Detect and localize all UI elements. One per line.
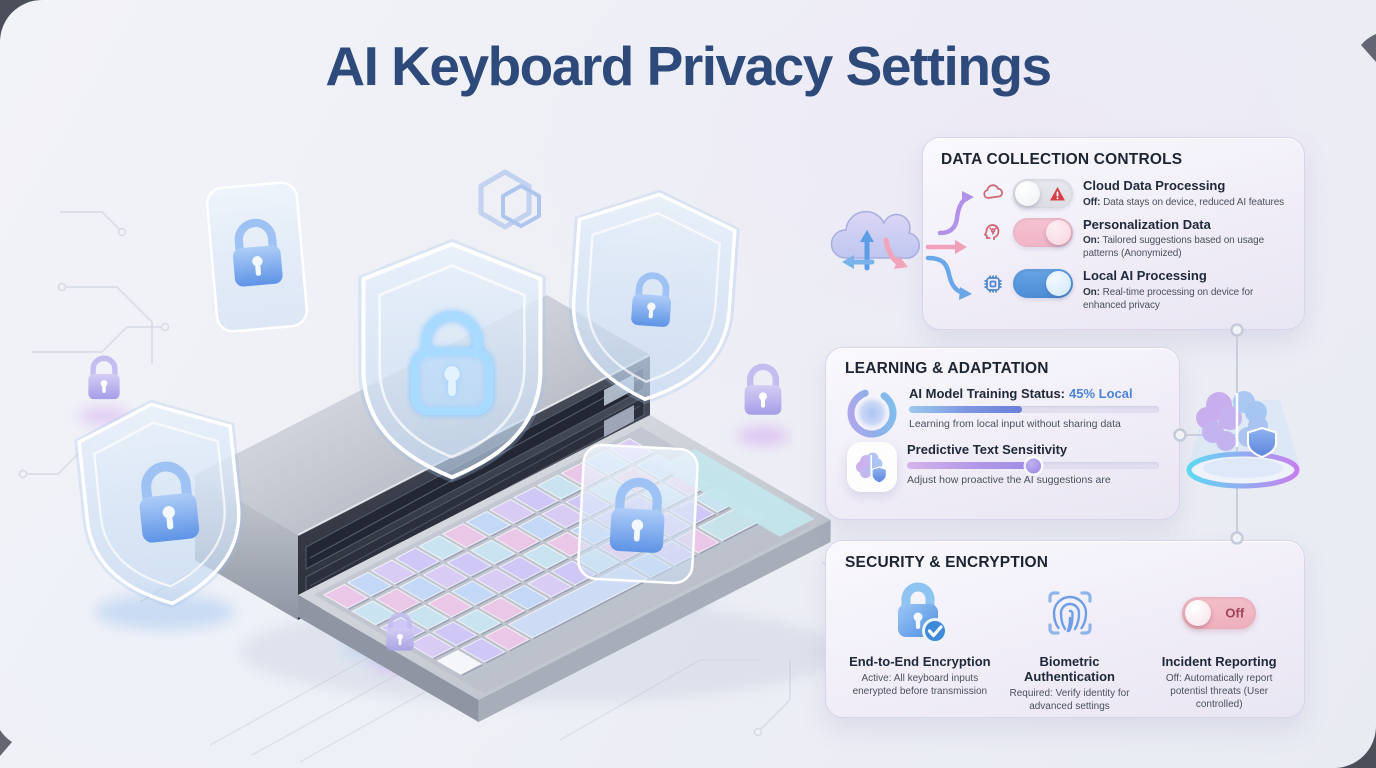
setting-row-local-ai: Local AI Processing On: Real-time proces…: [941, 268, 1290, 312]
feature-label: End-to-End Encryption: [849, 654, 991, 669]
feature-description: Required: Verify identity for advanced s…: [1009, 688, 1130, 713]
training-status-row: AI Model Training Status:45% Local Learn…: [845, 384, 1163, 440]
panel-title-data-collection: DATA COLLECTION CONTROLS: [941, 151, 1183, 168]
panel-title-security: SECURITY & ENCRYPTION: [845, 554, 1049, 571]
sensitivity-slider[interactable]: [907, 458, 1159, 473]
panel-security-encryption: SECURITY & ENCRYPTION End-to-End Encrypt…: [825, 540, 1305, 718]
lock-check-icon: [889, 576, 951, 650]
feature-encryption: End-to-End Encryption Active: All keyboa…: [845, 576, 995, 713]
feature-biometric: Biometric Authentication Required: Verif…: [995, 576, 1145, 713]
toggle-state-label: Off: [1225, 605, 1245, 621]
toggle-knob: [1046, 271, 1071, 297]
glass-card-lock-front: [577, 443, 699, 585]
training-progress-fill: [909, 406, 1022, 413]
cloud-icon: [981, 182, 1005, 206]
sensitivity-slider-fill: [907, 458, 1041, 473]
profile-circuit-icon: [981, 221, 1005, 245]
setting-row-personalization: Personalization Data On: Tailored sugges…: [941, 217, 1290, 261]
warning-triangle-icon: [1050, 186, 1065, 200]
feature-label: Incident Reporting: [1161, 654, 1277, 669]
panel-title-learning: LEARNING & ADAPTATION: [845, 360, 1049, 377]
fingerprint-icon: [1038, 576, 1102, 650]
toggle-local-ai-processing[interactable]: [1013, 269, 1073, 299]
panel-learning-adaptation: LEARNING & ADAPTATION AI Model Training …: [825, 347, 1180, 520]
setting-label: Cloud Data Processing: [1083, 178, 1226, 193]
slider-knob[interactable]: [1026, 458, 1041, 473]
toggle-knob: [1046, 219, 1071, 245]
setting-row-cloud: Cloud Data Processing Off: Data stays on…: [941, 178, 1290, 209]
cpu-chip-icon: [981, 272, 1005, 296]
toggle-personalization-data[interactable]: [1013, 217, 1073, 247]
shield-lock-left: [69, 389, 255, 619]
frame-corner: [0, 0, 42, 42]
toggle-knob: [1015, 181, 1040, 206]
setting-label: Personalization Data: [1083, 216, 1211, 232]
brain-shield-icon: [847, 442, 897, 492]
padlock-small-right: [745, 367, 782, 415]
sensitivity-caption: Adjust how proactive the AI suggestions …: [907, 474, 1111, 486]
setting-description: On: Tailored suggestions based on usage …: [1083, 235, 1265, 260]
setting-description: On: Real-time processing on device for e…: [1083, 286, 1254, 311]
setting-description: Off: Data stays on device, reduced AI fe…: [1083, 196, 1285, 208]
page-title: AI Keyboard Privacy Settings: [325, 35, 1052, 97]
training-caption: Learning from local input without sharin…: [909, 418, 1121, 430]
training-progress-bar: [909, 406, 1159, 413]
padlock-small-left: [88, 358, 119, 399]
feature-description: Off: Automatically report potentisl thre…: [1165, 673, 1273, 711]
progress-ring-icon: [845, 386, 899, 440]
toggle-knob: [1185, 600, 1212, 626]
sensitivity-row: Predictive Text Sensitivity Adjust how p…: [845, 440, 1163, 493]
training-status-label: AI Model Training Status:45% Local: [909, 386, 1133, 401]
setting-label: Local AI Processing: [1083, 268, 1207, 284]
training-status-value: 45% Local: [1069, 386, 1133, 401]
glass-card-lock: [205, 181, 309, 333]
panel-data-collection: DATA COLLECTION CONTROLS Cloud Data Proc…: [922, 137, 1305, 330]
toggle-cloud-data-processing[interactable]: [1013, 179, 1073, 208]
feature-label: Biometric Authentication: [1024, 654, 1115, 684]
feature-description: Active: All keyboard inputs enerypted be…: [852, 673, 988, 698]
incident-reporting-toggle[interactable]: Off: [1182, 597, 1257, 629]
hexagon-link-icon: [478, 169, 541, 230]
feature-incident: Off Incident Reporting Off: Automaticall…: [1144, 576, 1294, 713]
sensitivity-label: Predictive Text Sensitivity: [907, 442, 1068, 457]
